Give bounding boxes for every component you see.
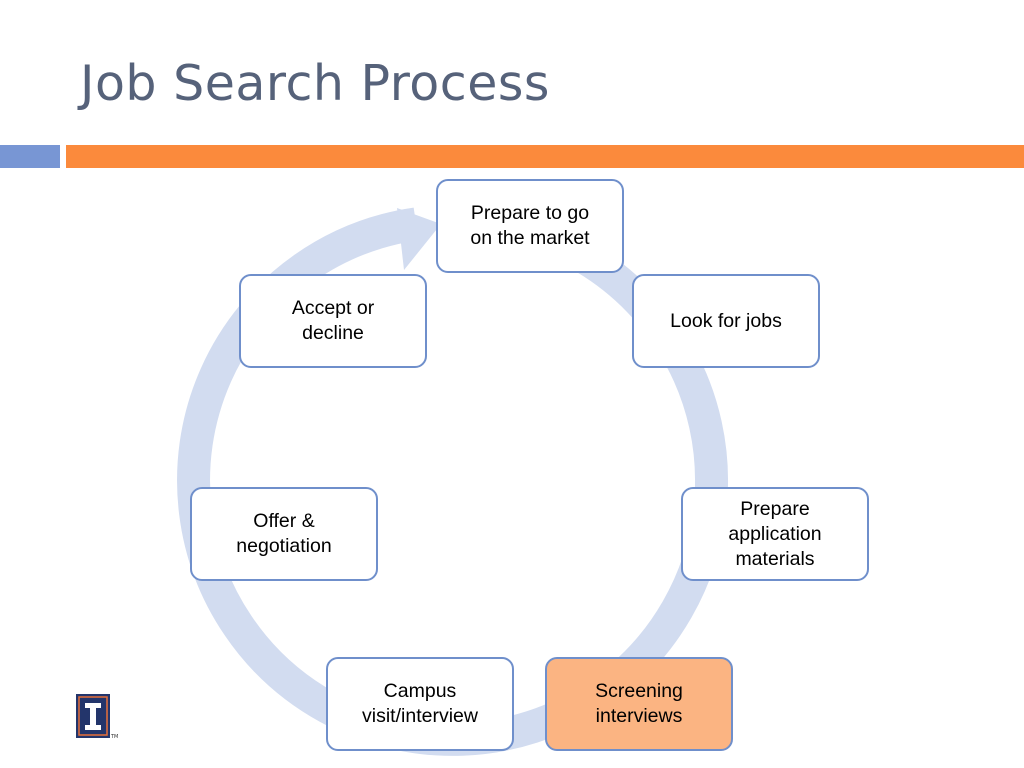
university-block-i-logo-icon: TM [76, 694, 118, 740]
cycle-node-accept[interactable]: Accept or decline [239, 274, 427, 368]
title-rule-orange [66, 145, 1024, 168]
logo-tm-mark: TM [110, 734, 118, 740]
cycle-node-prepare-market[interactable]: Prepare to go on the market [436, 179, 624, 273]
cycle-node-look-jobs[interactable]: Look for jobs [632, 274, 820, 368]
cycle-node-offer[interactable]: Offer & negotiation [190, 487, 378, 581]
cycle-node-prepare-materials[interactable]: Prepare application materials [681, 487, 869, 581]
title-rule-blue [0, 145, 60, 168]
slide-title: Job Search Process [80, 55, 550, 112]
cycle-arrowhead [397, 208, 441, 270]
cycle-node-campus-visit[interactable]: Campus visit/interview [326, 657, 514, 751]
cycle-node-screening[interactable]: Screening interviews [545, 657, 733, 751]
